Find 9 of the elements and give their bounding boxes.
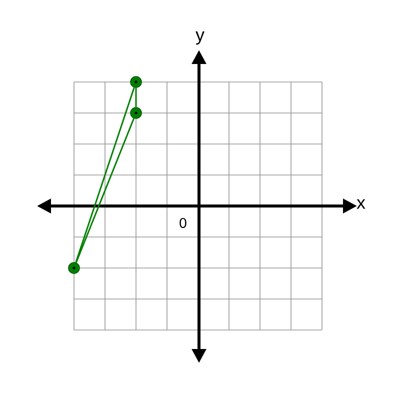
point <box>130 107 142 119</box>
line-segment <box>75 87 135 263</box>
point <box>68 262 80 274</box>
line-segment <box>76 118 134 263</box>
axis-label: x <box>356 199 366 209</box>
origin-label: 0 <box>180 218 186 228</box>
axis-label: y <box>196 31 204 45</box>
point <box>130 76 142 88</box>
line-segment <box>135 88 137 108</box>
